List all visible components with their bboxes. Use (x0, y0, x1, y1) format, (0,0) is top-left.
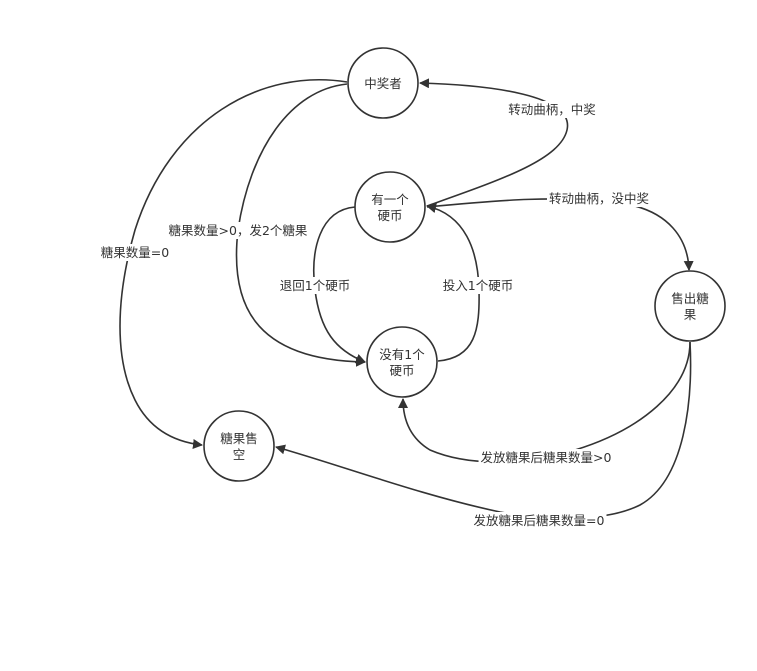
state-no-coin-label-line1: 没有1个 (379, 347, 425, 362)
state-sold: 售出糖 果 (654, 270, 726, 342)
state-has-coin-label-line2: 硬币 (377, 208, 402, 223)
label-after-gt0-text: 发放糖果后糖果数量>0 (481, 450, 612, 465)
label-crank-win: 转动曲柄，中奖 (506, 101, 598, 118)
label-candy-gt0-two-text: 糖果数量>0，发2个糖果 (169, 223, 308, 238)
state-has-coin-label-line1: 有一个 (371, 192, 409, 207)
label-crank-win-text: 转动曲柄，中奖 (508, 102, 596, 117)
state-sold-out-label-line1: 糖果售 (220, 431, 258, 446)
label-crank-no-win: 转动曲柄，没中奖 (546, 190, 652, 207)
state-sold-out: 糖果售 空 (203, 410, 275, 482)
label-after-eq0-text: 发放糖果后糖果数量=0 (474, 513, 605, 528)
label-crank-no-win-text: 转动曲柄，没中奖 (549, 191, 649, 206)
state-sold-label-line1: 售出糖 (671, 291, 709, 306)
label-after-eq0: 发放糖果后糖果数量=0 (471, 512, 607, 529)
label-after-gt0: 发放糖果后糖果数量>0 (478, 449, 614, 466)
state-winner: 中奖者 (347, 47, 419, 119)
label-candy-eq0-text: 糖果数量=0 (101, 245, 169, 260)
label-insert-coin: 投入1个硬币 (440, 277, 516, 294)
edge-has-coin-to-winner (419, 78, 569, 207)
state-winner-label: 中奖者 (364, 76, 402, 91)
label-insert-coin-text: 投入1个硬币 (443, 278, 513, 293)
label-candy-gt0-two: 糖果数量>0，发2个糖果 (166, 222, 310, 239)
label-return-coin: 退回1个硬币 (277, 277, 353, 294)
label-candy-eq0: 糖果数量=0 (98, 244, 172, 261)
state-no-coin: 没有1个 硬币 (366, 326, 438, 398)
state-sold-label-line2: 果 (684, 307, 697, 322)
state-sold-out-label-line2: 空 (233, 447, 246, 462)
state-has-coin: 有一个 硬币 (354, 171, 426, 243)
state-no-coin-label-line2: 硬币 (389, 363, 414, 378)
label-return-coin-text: 退回1个硬币 (280, 278, 350, 293)
edge-sold-to-sold-out (275, 341, 692, 519)
edge-winner-to-sold-out (119, 78, 348, 449)
